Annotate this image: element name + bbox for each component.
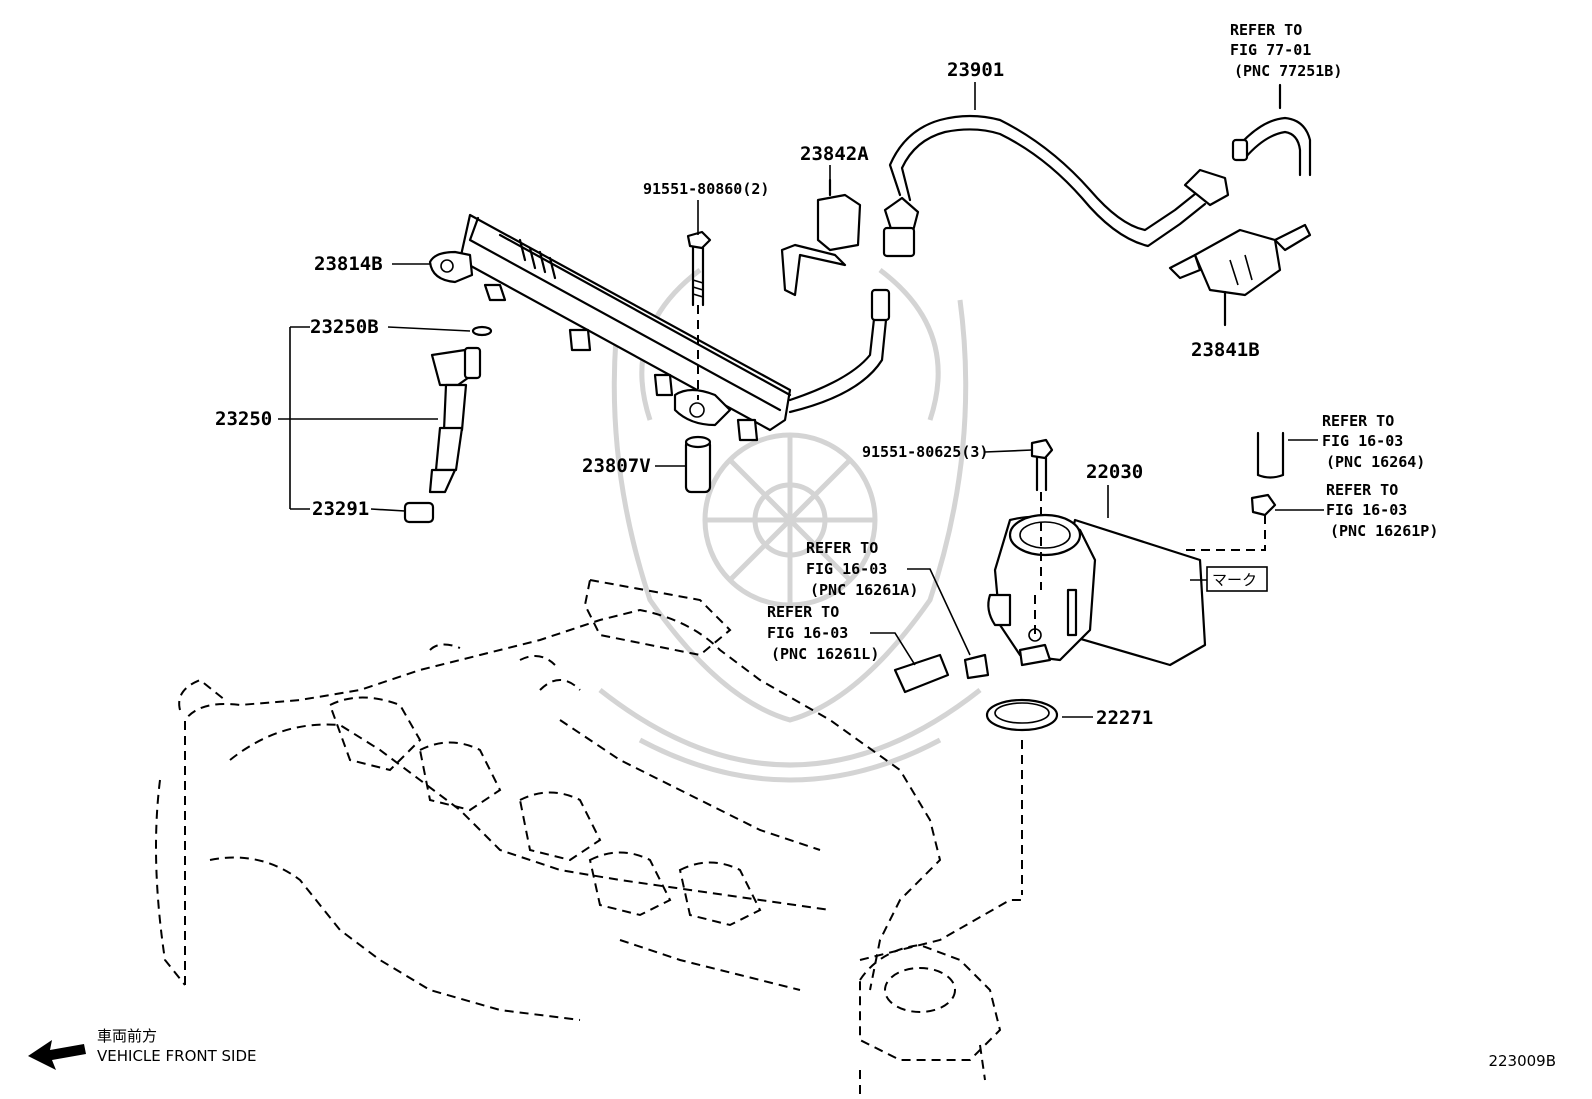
label-23250b: 23250B bbox=[310, 316, 379, 338]
ref-16261l-line3: (PNC 16261L) bbox=[771, 645, 879, 663]
bolt-91551-80625-drawing bbox=[1030, 438, 1054, 590]
throttle-body-22030-drawing bbox=[987, 513, 1207, 667]
label-23291: 23291 bbox=[312, 498, 369, 520]
ref-77251b-line1: REFER TO bbox=[1230, 21, 1302, 39]
fuel-delivery-pipe-drawing bbox=[428, 213, 891, 442]
mark-label-box: マーク bbox=[1190, 566, 1268, 592]
ref-77251b-line2: FIG 77-01 bbox=[1230, 41, 1311, 59]
label-23901: 23901 bbox=[947, 59, 1004, 81]
label-23842a: 23842A bbox=[800, 143, 869, 165]
hose-16264-drawing bbox=[1256, 431, 1285, 479]
label-23814b: 23814B bbox=[314, 253, 383, 275]
ref-77251b-line3: (PNC 77251B) bbox=[1234, 62, 1342, 80]
label-22030: 22030 bbox=[1086, 461, 1143, 483]
ref-16261p-line3: (PNC 16261P) bbox=[1330, 522, 1438, 540]
arrow-left-icon bbox=[28, 1040, 86, 1070]
label-23807v: 23807V bbox=[582, 455, 651, 477]
intake-manifold-drawing bbox=[155, 578, 1025, 1099]
spacer-23807v-drawing bbox=[684, 435, 712, 494]
vehicle-front-indicator: 車両前方 VEHICLE FRONT SIDE bbox=[28, 1027, 257, 1070]
ref-16264-line1: REFER TO bbox=[1322, 412, 1394, 430]
ref-16261l-line2: FIG 16-03 bbox=[767, 624, 848, 642]
label-23841b: 23841B bbox=[1191, 339, 1260, 361]
ref-16261p-line2: FIG 16-03 bbox=[1326, 501, 1407, 519]
fuel-hose-23901-drawing bbox=[882, 83, 1312, 258]
ref-16261l-line1: REFER TO bbox=[767, 603, 839, 621]
front-side-en: VEHICLE FRONT SIDE bbox=[97, 1047, 257, 1065]
ref-16261a-line2: FIG 16-03 bbox=[806, 560, 887, 578]
front-side-jp: 車両前方 bbox=[97, 1027, 157, 1045]
ref-pnc-16261l: REFER TO FIG 16-03 (PNC 16261L) bbox=[767, 603, 879, 663]
label-22271: 22271 bbox=[1096, 707, 1153, 729]
label-91551-80625: 91551-80625(3) bbox=[862, 443, 988, 461]
clamp-16261p-drawing bbox=[1180, 493, 1277, 551]
clip-23841b-drawing bbox=[1168, 223, 1312, 327]
mark-label-text: マーク bbox=[1212, 571, 1257, 589]
bolt-91551-80860-drawing bbox=[686, 230, 712, 400]
ref-16261a-line1: REFER TO bbox=[806, 539, 878, 557]
clip-23842a-drawing bbox=[780, 178, 862, 297]
diagram-id: 223009B bbox=[1488, 1052, 1556, 1070]
label-91551-80860: 91551-80860(2) bbox=[643, 180, 769, 198]
gasket-22271-drawing bbox=[985, 698, 1059, 732]
ref-16264-line2: FIG 16-03 bbox=[1322, 432, 1403, 450]
ref-pnc-77251b: REFER TO FIG 77-01 (PNC 77251B) bbox=[1230, 21, 1342, 80]
ref-pnc-16261p: REFER TO FIG 16-03 (PNC 16261P) bbox=[1326, 481, 1438, 540]
fuel-injector-23250-drawing bbox=[403, 325, 493, 524]
clamp-16261a-drawing bbox=[963, 653, 990, 680]
hose-16261l-drawing bbox=[893, 653, 950, 694]
ref-16264-line3: (PNC 16264) bbox=[1326, 453, 1425, 471]
emblem-watermark-icon bbox=[598, 268, 982, 783]
ref-pnc-16264: REFER TO FIG 16-03 (PNC 16264) bbox=[1322, 412, 1425, 471]
ref-pnc-16261a: REFER TO FIG 16-03 (PNC 16261A) bbox=[806, 539, 918, 599]
leader-lines bbox=[278, 82, 1324, 718]
ref-16261p-line1: REFER TO bbox=[1326, 481, 1398, 499]
ref-16261a-line3: (PNC 16261A) bbox=[810, 581, 918, 599]
label-23250: 23250 bbox=[215, 408, 272, 430]
